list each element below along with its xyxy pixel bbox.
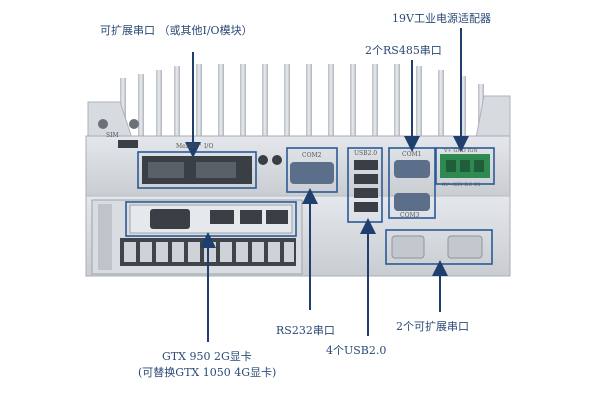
expand-serial-2-label: 2个可扩展串口 (396, 320, 469, 333)
power-range-mark: 8V~35V DC IN (442, 182, 481, 188)
usb-label: 4个USB2.0 (326, 344, 387, 357)
gpu-label-line2: (可替换GTX 1050 4G显卡) (138, 366, 277, 379)
com3-mark: COM3 (400, 212, 420, 219)
mezio-mark: MezIO™ I/O (176, 143, 214, 150)
power-terminal-mark: V+ GND IGN (444, 148, 478, 154)
com1-mark: COM1 (402, 151, 422, 158)
gpu-label-line1: GTX 950 2G显卡 (162, 350, 252, 363)
highlight-boxes (125, 147, 495, 265)
com2-mark: COM2 (302, 152, 322, 159)
leader-arrows (185, 28, 469, 342)
sim-mark: SIM (106, 132, 119, 139)
rs232-label: RS232串口 (276, 324, 335, 337)
usb2-mark: USB2.0 (354, 150, 378, 157)
adapter-label: 19V工业电源适配器 (392, 12, 491, 25)
rs485-label: 2个RS485串口 (365, 44, 442, 57)
expand-serial-label: 可扩展串口 （或其他I/O模块） (100, 24, 253, 37)
heatsink-fins (120, 64, 484, 138)
